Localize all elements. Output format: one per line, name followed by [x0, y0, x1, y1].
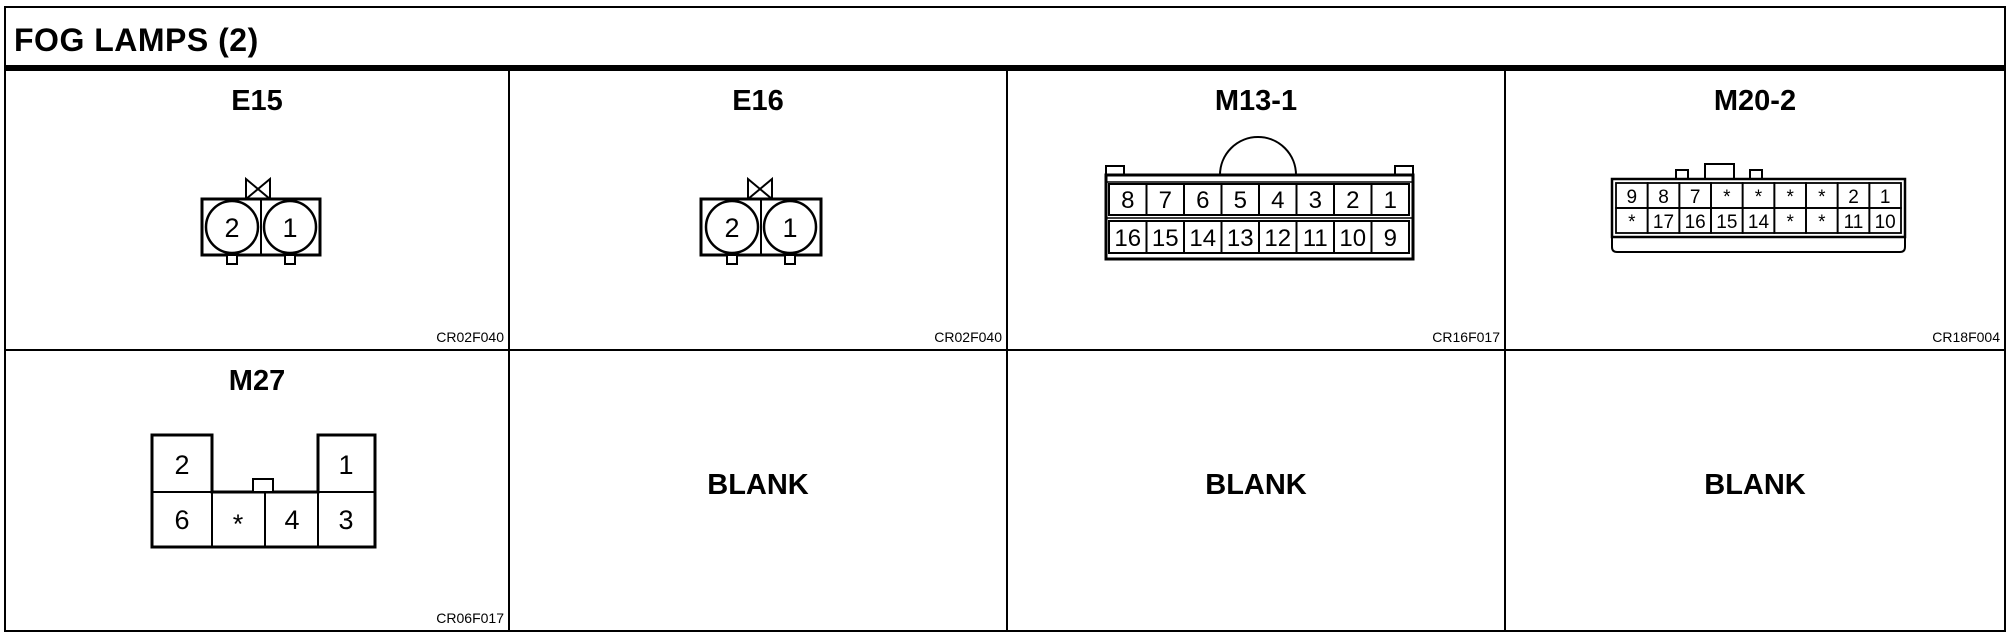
key-mark	[256, 176, 271, 202]
pin-label: 2	[724, 213, 739, 243]
pin-label: 1	[1880, 187, 1891, 208]
pin-label: 1	[782, 213, 797, 243]
latch	[784, 254, 796, 265]
pin-label: 2	[1848, 187, 1859, 208]
pin-label: *	[1818, 212, 1826, 233]
pin-label: *	[1755, 187, 1763, 208]
key-mark	[245, 176, 260, 202]
blank-label: BLANK	[1704, 469, 1806, 501]
connector-sheet: FOG LAMPS (2) E15 2 1 CR02F040 E16	[4, 6, 2006, 632]
connector-m27-diagram: 2 1 6 * 4 3	[150, 433, 377, 549]
key-mark	[758, 176, 773, 202]
part-code: CR02F040	[934, 329, 1002, 345]
cell-blank-1: BLANK	[510, 351, 1008, 630]
pin-label: *	[1723, 187, 1731, 208]
pin-label: *	[1628, 212, 1636, 233]
part-code: CR16F017	[1432, 329, 1500, 345]
blank-label: BLANK	[1205, 469, 1307, 501]
latch	[226, 254, 238, 265]
cell-blank-2: BLANK	[1008, 351, 1506, 630]
part-code: CR06F017	[436, 610, 504, 626]
pin-label: 17	[1653, 212, 1674, 233]
pin-label: 6	[174, 505, 189, 535]
pin-cell	[1868, 207, 1902, 234]
locking-tab	[1219, 136, 1297, 176]
pin-label: 8	[1121, 187, 1134, 214]
pin-label: 15	[1716, 212, 1737, 233]
pin	[704, 199, 760, 255]
connector-name: M13-1	[1214, 85, 1298, 117]
title-bar: FOG LAMPS (2)	[6, 8, 2004, 71]
pin-label: 6	[1196, 187, 1209, 214]
pin-label: 4	[1271, 187, 1284, 214]
key-mark	[747, 176, 762, 202]
connector-name: E15	[231, 85, 283, 117]
connector-name: E16	[732, 85, 784, 117]
latch	[726, 254, 738, 265]
top-tab	[1704, 163, 1735, 181]
part-code: CR18F004	[1932, 329, 2000, 345]
page-title: FOG LAMPS (2)	[14, 22, 259, 58]
pin-label: 1	[1384, 187, 1397, 214]
top-tab	[1749, 169, 1763, 180]
pin	[762, 199, 818, 255]
connector-e15-diagram: 2 1	[200, 176, 322, 265]
pin-label: 1	[282, 213, 297, 243]
pin	[204, 199, 260, 255]
pin-cell	[1370, 183, 1410, 216]
pin-label: 3	[1309, 187, 1322, 214]
pin-label: *	[1786, 187, 1794, 208]
pin-label: 8	[1658, 187, 1669, 208]
top-tab	[1675, 169, 1689, 180]
cell-e15: E15 2 1 CR02F040	[6, 71, 510, 351]
cell-m27: M27 2 1 6 * 4 3 CR06F017	[6, 351, 510, 630]
pin-label: 7	[1159, 187, 1172, 214]
pin-label: 15	[1152, 225, 1179, 252]
pin-cell	[1370, 220, 1410, 254]
pin-label: 10	[1339, 225, 1366, 252]
pin-label: 16	[1685, 212, 1706, 233]
pin-label: 3	[338, 505, 353, 535]
pin-label: 2	[1346, 187, 1359, 214]
blank-label: BLANK	[707, 469, 809, 501]
pin-label: *	[233, 509, 244, 539]
pin-label: 11	[1303, 225, 1328, 252]
pin-label: 5	[1234, 187, 1247, 214]
pin-label: 14	[1748, 212, 1770, 233]
center-tab	[252, 478, 274, 493]
pin-label: 2	[224, 213, 239, 243]
pin-label: 2	[174, 450, 189, 480]
cell-blank-3: BLANK	[1506, 351, 2004, 630]
connector-name: M27	[228, 365, 286, 397]
pin-label: 16	[1114, 225, 1141, 252]
pin-label: 13	[1227, 225, 1254, 252]
pin-label: 11	[1844, 212, 1864, 233]
pin-label: 7	[1690, 187, 1701, 208]
pin	[262, 199, 318, 255]
connector-name: M20-2	[1713, 85, 1797, 117]
pin-label: 9	[1384, 225, 1397, 252]
skirt	[1611, 237, 1906, 253]
pin-label: *	[1818, 187, 1826, 208]
connector-grid: E15 2 1 CR02F040 E16	[6, 71, 2004, 630]
pin-label: 1	[338, 450, 353, 480]
cell-e16: E16 2 1 CR02F040	[510, 71, 1008, 351]
pin-label: 12	[1264, 225, 1291, 252]
latch	[284, 254, 296, 265]
part-code: CR02F040	[436, 329, 504, 345]
connector-e16-diagram: 2 1	[699, 176, 823, 265]
pin-label: 9	[1627, 187, 1638, 208]
pin-label: 4	[284, 505, 299, 535]
pin-label: 10	[1875, 212, 1896, 233]
pin-label: *	[1786, 212, 1794, 233]
connector-body	[150, 433, 377, 549]
pin-label: 14	[1189, 225, 1216, 252]
